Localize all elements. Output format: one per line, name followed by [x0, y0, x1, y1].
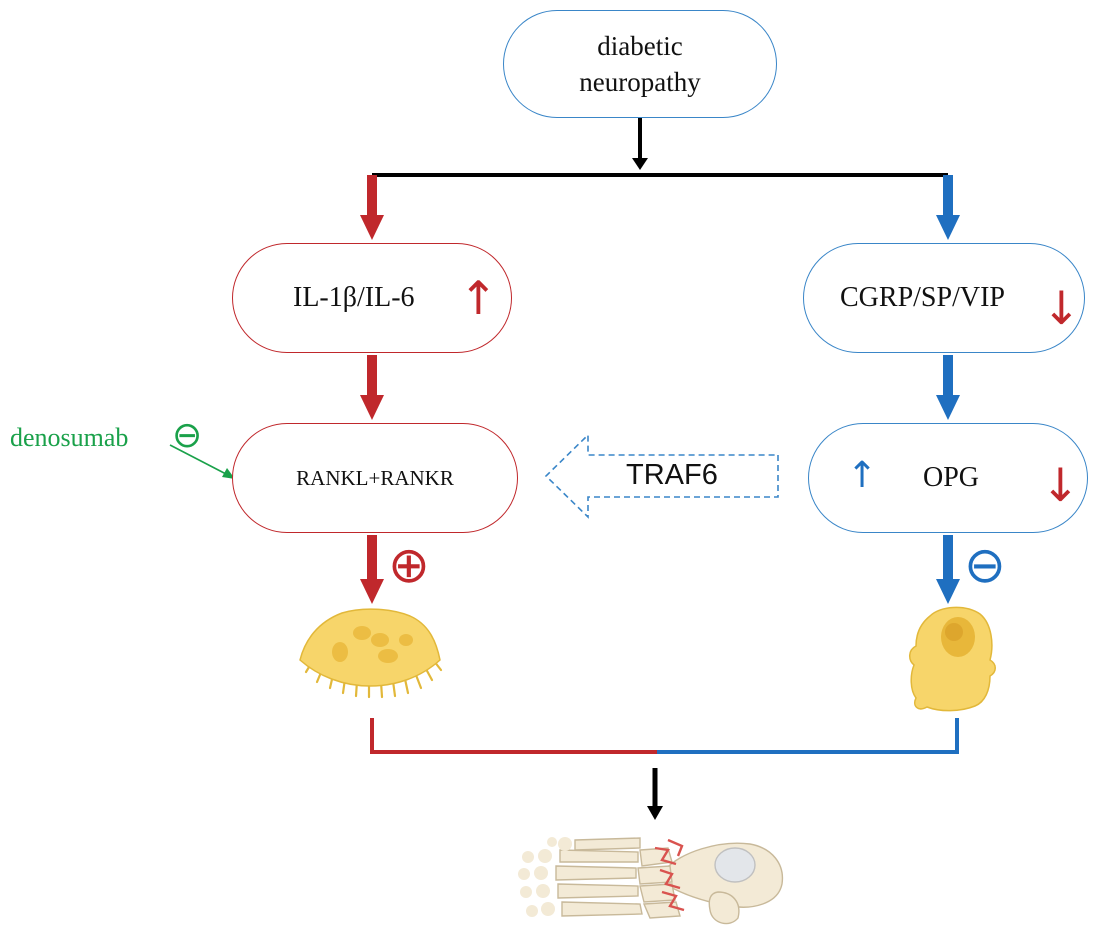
merge-down-arrowhead	[647, 806, 663, 820]
diabetic-neuropathy-line2: neuropathy	[579, 67, 701, 97]
up-arrow-icon: ↑	[459, 271, 498, 325]
denosumab-pointer-head	[222, 468, 235, 479]
il1b-il6-label: IL-1β/IL-6	[293, 282, 415, 313]
traf6-arrow-shape	[544, 433, 779, 519]
inhibit-icon: ⊖	[964, 536, 1006, 594]
red-arrow-3	[360, 535, 384, 604]
denosumab-label: denosumab	[10, 423, 129, 452]
red-merge-line	[370, 718, 657, 754]
fractured-foot-icon	[518, 837, 784, 925]
blue-arrow-3	[936, 535, 960, 604]
il1b-il6-node: IL-1β/IL-6 ↑	[232, 243, 512, 353]
opg-label: OPG	[923, 462, 980, 493]
blue-arrow-1	[936, 175, 960, 240]
inhibit-icon: ⊖	[172, 415, 203, 456]
promote-icon: ⊕	[388, 536, 430, 594]
opg-node: ↑ OPG ↓	[808, 423, 1088, 533]
blue-arrow-2	[936, 355, 960, 420]
osteoblast-cell-icon	[909, 606, 996, 712]
traf6-label: TRAF6	[626, 459, 718, 491]
small-up-arrow-icon: ↑	[847, 455, 878, 496]
red-arrow-2	[360, 355, 384, 420]
cgrp-sp-vip-node: CGRP/SP/VIP ↓	[803, 243, 1085, 353]
diabetic-neuropathy-line1: diabetic	[597, 31, 683, 61]
red-arrow-1	[360, 175, 384, 240]
down-arrow-icon: ↓	[1041, 458, 1080, 512]
rankl-rankr-node: RANKL+RANKR	[232, 423, 518, 533]
denosumab-pointer-line	[169, 444, 227, 475]
root-down-arrowhead	[632, 158, 648, 170]
osteoclast-cell-icon	[299, 608, 443, 699]
down-arrow-icon: ↓	[1042, 281, 1081, 335]
cgrp-sp-vip-label: CGRP/SP/VIP	[840, 282, 1005, 313]
rankl-rankr-label: RANKL+RANKR	[296, 465, 454, 490]
diabetic-neuropathy-node: diabetic neuropathy	[503, 10, 777, 118]
blue-merge-line	[657, 718, 959, 754]
